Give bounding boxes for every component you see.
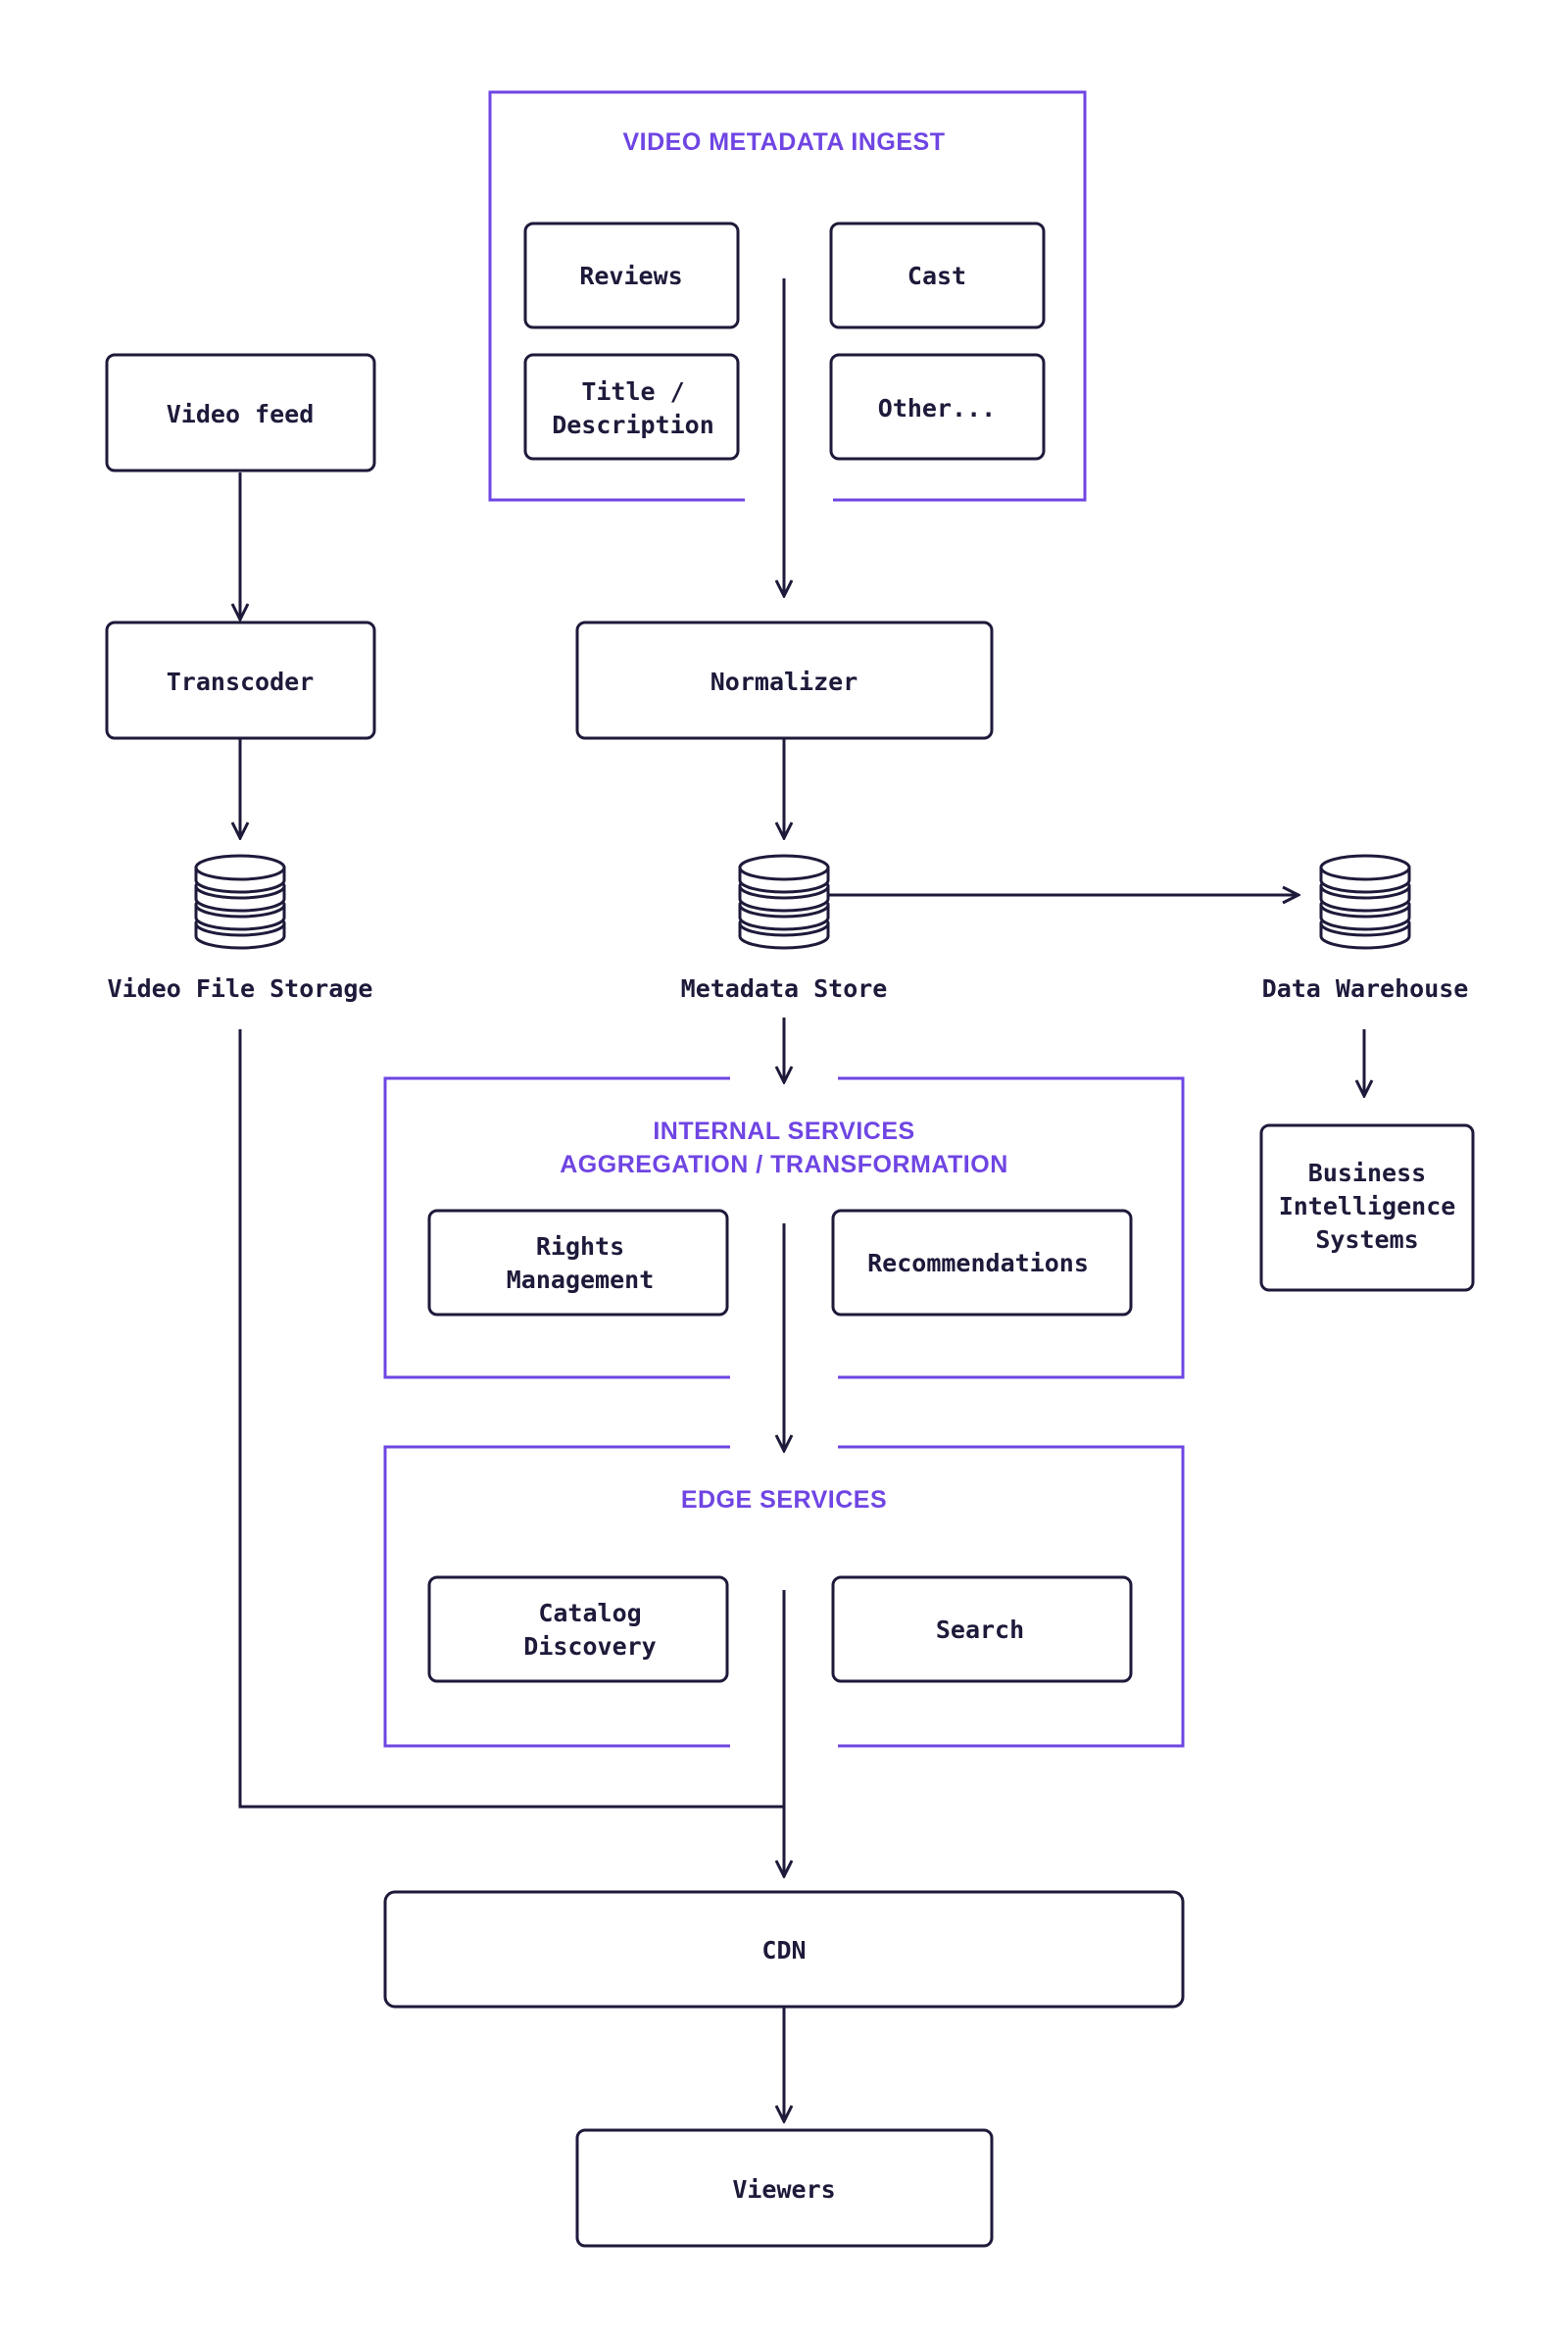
internal-group-title-line1: INTERNAL SERVICES xyxy=(653,1118,914,1145)
node-title-description: Title / Description xyxy=(523,353,740,461)
node-recommendations: Recommendations xyxy=(831,1209,1133,1317)
node-search: Search xyxy=(831,1575,1133,1683)
store-data-warehouse-label: Data Warehouse xyxy=(1262,974,1469,1003)
node-catalog-discovery-line2: Discovery xyxy=(523,1632,656,1661)
node-recommendations-label: Recommendations xyxy=(867,1249,1089,1277)
connectors xyxy=(240,278,1364,2121)
node-viewers: Viewers xyxy=(575,2128,994,2248)
node-viewers-label: Viewers xyxy=(732,2175,835,2204)
edge-videostorage-cdn xyxy=(238,1029,784,1809)
store-data-warehouse: Data Warehouse xyxy=(1262,854,1469,1003)
node-transcoder-label: Transcoder xyxy=(167,668,315,696)
node-rights-management: Rights Management xyxy=(427,1209,729,1317)
node-title-description-line2: Description xyxy=(552,411,714,439)
node-other-label: Other... xyxy=(878,394,996,423)
node-cdn-label: CDN xyxy=(761,1936,806,1964)
group-internal-services: INTERNAL SERVICES AGGREGATION / TRANSFOR… xyxy=(383,1069,1185,1387)
node-rights-management-line1: Rights xyxy=(536,1232,624,1261)
node-bi-line1: Business xyxy=(1308,1159,1426,1187)
node-other: Other... xyxy=(829,353,1046,461)
node-video-feed: Video feed xyxy=(105,353,376,472)
node-bi-line3: Systems xyxy=(1315,1225,1418,1254)
store-video-file-storage: Video File Storage xyxy=(108,854,373,1003)
edge-group-title: EDGE SERVICES xyxy=(681,1486,887,1514)
store-video-file-storage-label: Video File Storage xyxy=(108,974,373,1003)
node-business-intelligence: Business Intelligence Systems xyxy=(1259,1123,1475,1292)
node-rights-management-line2: Management xyxy=(507,1266,655,1294)
node-title-description-line1: Title / xyxy=(581,377,684,406)
node-transcoder: Transcoder xyxy=(105,621,376,740)
node-video-feed-label: Video feed xyxy=(167,400,315,428)
node-normalizer: Normalizer xyxy=(575,621,994,740)
node-catalog-discovery-line1: Catalog xyxy=(538,1599,641,1627)
store-metadata-store: Metadata Store xyxy=(681,854,888,1003)
node-search-label: Search xyxy=(936,1616,1024,1644)
ingest-group-title: VIDEO METADATA INGEST xyxy=(622,128,945,156)
node-cast: Cast xyxy=(829,222,1046,329)
internal-group-title-line2: AGGREGATION / TRANSFORMATION xyxy=(560,1151,1008,1178)
database-icon xyxy=(1319,854,1411,950)
group-video-metadata-ingest: VIDEO METADATA INGEST xyxy=(488,90,1087,510)
node-reviews-label: Reviews xyxy=(579,262,682,290)
node-cast-label: Cast xyxy=(907,262,966,290)
store-metadata-store-label: Metadata Store xyxy=(681,974,888,1003)
node-bi-line2: Intelligence xyxy=(1279,1192,1456,1220)
node-reviews: Reviews xyxy=(523,222,740,329)
database-icon xyxy=(738,854,830,950)
database-icon xyxy=(194,854,286,950)
node-catalog-discovery: Catalog Discovery xyxy=(427,1575,729,1683)
node-cdn: CDN xyxy=(383,1890,1185,2009)
node-normalizer-label: Normalizer xyxy=(710,668,858,696)
